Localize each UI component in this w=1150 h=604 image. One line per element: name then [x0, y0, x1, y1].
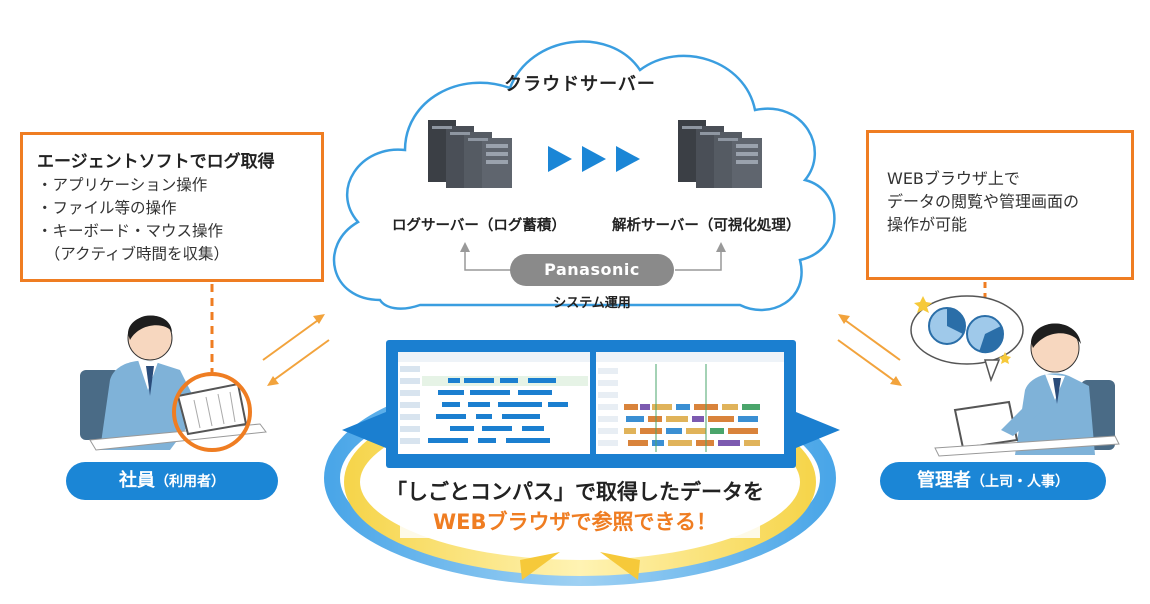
agent-info-line: （アクティブ時間を収集） — [37, 245, 230, 263]
employee-badge-main: 社員 — [119, 470, 155, 491]
browser-info-line: データの閲覧や管理画面の — [887, 192, 1080, 211]
dashboard-screen-timeline — [398, 352, 590, 454]
transfer-arrows-icon — [548, 146, 640, 172]
browser-info-line: 操作が可能 — [887, 215, 968, 234]
manager-badge-main: 管理者 — [917, 470, 971, 491]
log-server-label: ログサーバー（ログ蓄積） — [392, 218, 566, 234]
sync-arrows-right-icon — [837, 314, 902, 386]
sync-arrows-left-icon — [262, 314, 330, 386]
browser-info-line: WEBブラウザ上で — [887, 169, 1020, 188]
panasonic-badge: Panasonic — [510, 254, 674, 286]
manager-illustration — [910, 295, 1120, 457]
employee-illustration — [80, 315, 267, 452]
system-operation-label: システム運用 — [553, 296, 631, 311]
agent-info-line: ・ファイル等の操作 — [37, 199, 177, 217]
analysis-server-label: 解析サーバー（可視化処理） — [612, 218, 801, 234]
employee-badge-sub: （利用者） — [155, 474, 225, 490]
caption-line-1: 「しごとコンパス」で取得したデータを — [386, 480, 764, 504]
browser-info-box: WEBブラウザ上で データの閲覧や管理画面の 操作が可能 — [866, 130, 1134, 280]
manager-badge: 管理者（上司・人事） — [880, 462, 1106, 500]
manager-badge-sub: （上司・人事） — [971, 474, 1069, 490]
log-server-icon — [428, 120, 512, 188]
dashboard-preview-panel — [386, 340, 796, 468]
agent-info-line: ・アプリケーション操作 — [37, 176, 208, 194]
operation-connector — [460, 242, 726, 271]
caption-line-2: WEBブラウザで参照できる！ — [432, 510, 718, 534]
cloud-title: クラウドサーバー — [504, 74, 656, 95]
analysis-server-icon — [678, 120, 762, 188]
agent-info-line: ・キーボード・マウス操作 — [37, 222, 224, 240]
employee-badge: 社員（利用者） — [66, 462, 278, 500]
dashboard-screen-heatmap — [596, 352, 784, 454]
agent-info-box: エージェントソフトでログ取得 ・アプリケーション操作 ・ファイル等の操作 ・キー… — [20, 132, 324, 282]
agent-info-title: エージェントソフトでログ取得 — [37, 152, 275, 172]
